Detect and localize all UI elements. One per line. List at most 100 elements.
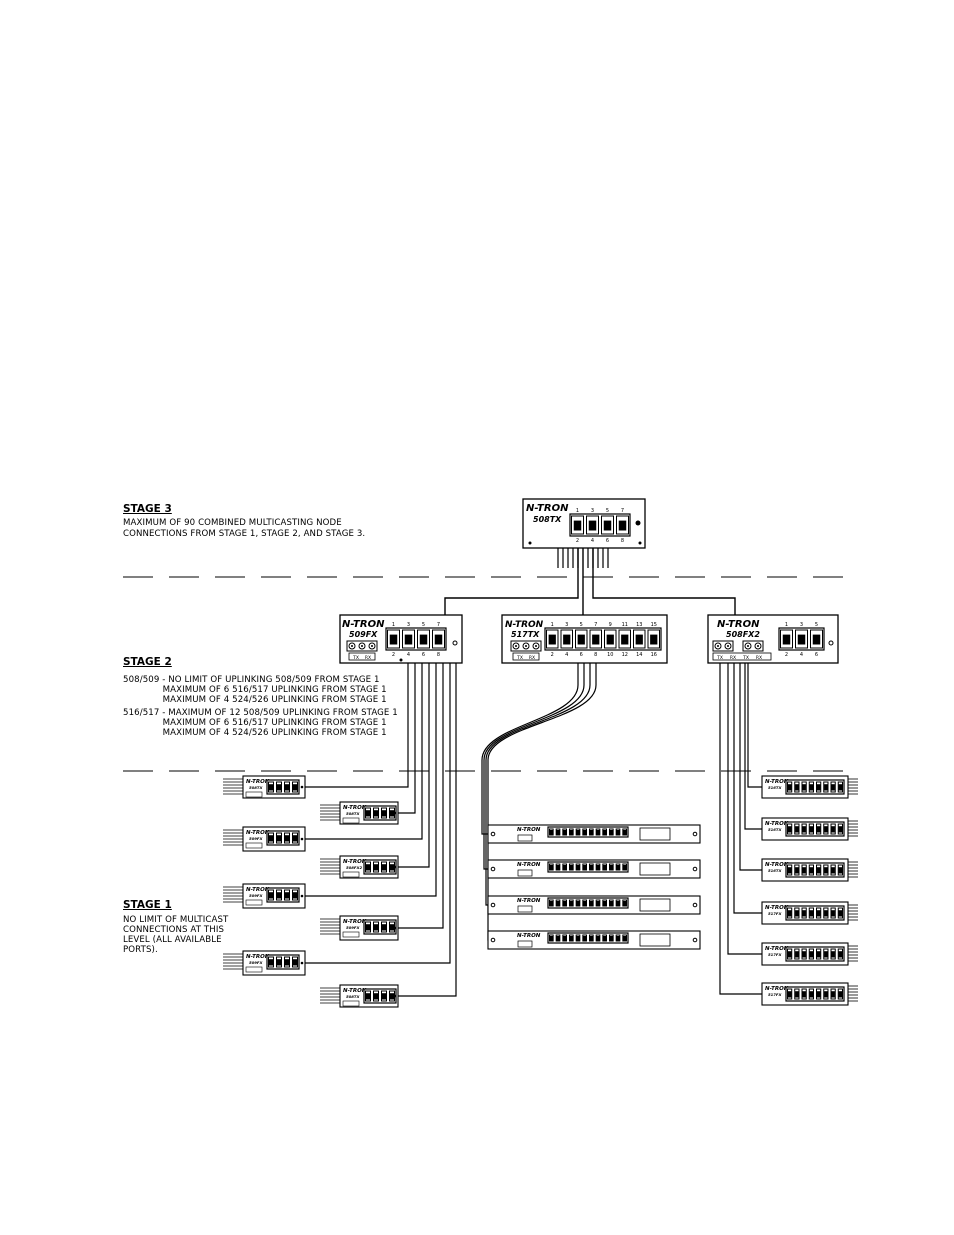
status-led-icon <box>300 785 304 789</box>
switch-508fx2-fiber-label: TX <box>716 655 723 661</box>
uplink-line-rack-4 <box>487 663 597 941</box>
stage1-right-port-jack <box>824 826 828 833</box>
n-tron-logo: N-TRON <box>765 821 789 827</box>
stage1-right-port-jack <box>787 991 792 998</box>
stage1-left-port-jack <box>390 993 394 1000</box>
n-tron-logo: N-TRON <box>517 862 541 868</box>
switch-517tx-port-label-top: 1 <box>551 622 554 628</box>
uplink-line-right-6 <box>719 663 762 995</box>
switch-508tx-port-frame <box>569 513 631 537</box>
rack-ear-hole-icon <box>692 902 698 908</box>
stage1-left-port-jack <box>382 924 386 931</box>
n-tron-logo: N-TRON <box>343 859 367 865</box>
switch-508fx2-port-label-top: 5 <box>815 622 818 628</box>
rack-console-port-icon <box>517 940 533 948</box>
stage1-switch-model: 509FX <box>249 960 264 965</box>
stage1-right-port-jack <box>809 826 814 833</box>
stage1-right-port-jack <box>838 910 843 917</box>
stage1-right-port-jack <box>802 991 806 998</box>
switch-509fx-port-jack <box>404 634 413 645</box>
stage1-right-port-jack <box>831 910 835 917</box>
switch-517tx-port-label-bottom: 6 <box>580 652 583 658</box>
stage1-line-1: NO LIMIT OF MULTICAST <box>123 915 229 925</box>
switch-508tx-port-jack <box>588 520 597 531</box>
stage1-switch-model: 508TX <box>249 785 264 790</box>
switch-508fx2-port-label-bottom: 6 <box>815 652 818 658</box>
n-tron-logo: N-TRON <box>246 887 270 893</box>
rack-fiber-module-icon <box>639 827 671 841</box>
rack-ear-hole-icon <box>490 937 496 943</box>
rack-top-row-port-jack <box>623 936 627 941</box>
trunk-line-to-509fx <box>444 548 579 615</box>
n-tron-logo: N-TRON <box>765 986 789 992</box>
switch-508fx2-fiber-label: TX <box>742 655 749 661</box>
switch-508fx2-model: 508FX2 <box>726 630 760 639</box>
stage1-left-port-jack <box>285 892 289 899</box>
switch-517tx-fiber-label: TX <box>516 655 523 661</box>
stage1-right-port-jack <box>838 826 843 833</box>
mount-hole-icon <box>528 541 532 545</box>
stage1-fiber-icon <box>342 871 360 878</box>
rack-top-row-port-jack <box>563 901 567 906</box>
switch-517tx-port-jack <box>577 634 585 645</box>
stage1-fiber-icon <box>342 931 360 938</box>
stage1-right-port-jack <box>816 826 821 833</box>
stage1-left-port-jack <box>374 993 378 1000</box>
rack-top-row-port-frame <box>547 897 629 909</box>
stage1-fiber-icon <box>245 791 263 798</box>
rack-top-row-port-jack <box>616 901 620 906</box>
n-tron-logo: N-TRON <box>765 946 789 952</box>
uplink-line-left-4 <box>398 663 430 868</box>
rack-top-row-port-jack <box>556 901 560 906</box>
stage1-right-port-jack <box>831 784 835 791</box>
rack-top-row-port-jack <box>576 865 580 870</box>
status-led-icon <box>452 640 458 646</box>
switch-508fx2-fiber-label: RX <box>756 655 762 661</box>
rack-top-row-port-jack <box>609 830 613 835</box>
switch-508fx2-b-fiber-core <box>757 645 759 647</box>
stage1-right-port-jack <box>838 867 843 874</box>
switch-509fx-port-label-bottom: 4 <box>407 652 410 658</box>
stage1-left-port-jack <box>293 892 297 899</box>
stage1-left-port-jack <box>293 784 297 791</box>
stage1-left-port-jack <box>269 835 273 842</box>
stage1-right-port-jack <box>816 867 821 874</box>
stage2-line-2: MAXIMUM OF 6 516/517 UPLINKING FROM STAG… <box>123 685 387 695</box>
switch-517tx-port-label-top: 7 <box>594 622 597 628</box>
stage1-right-port-frame <box>785 986 845 1002</box>
status-led-icon <box>300 837 304 841</box>
stage1-left-port-jack <box>382 864 386 871</box>
rack-top-row-port-jack <box>556 865 560 870</box>
switch-517tx-port-label-bottom: 8 <box>594 652 597 658</box>
stage3-title: STAGE 3 <box>123 503 172 515</box>
status-led-icon <box>635 520 641 526</box>
rack-top-row-port-jack <box>576 830 580 835</box>
switch-508tx-port-label-top: 7 <box>621 508 624 514</box>
uplink-line-rack-2 <box>483 663 585 870</box>
switch-509fx-port-label-top: 1 <box>392 622 395 628</box>
switch-517tx-fiber-label: RX <box>529 655 535 661</box>
switch-517tx-port-frame <box>544 627 662 651</box>
stage2-line-5: MAXIMUM OF 6 516/517 UPLINKING FROM STAG… <box>123 718 387 728</box>
rack-fiber-module-icon <box>639 862 671 876</box>
stage1-right-port-frame <box>785 905 845 921</box>
stage1-left-port-jack <box>390 924 394 931</box>
stage1-left-port-jack <box>382 993 386 1000</box>
stage1-fiber-icon <box>245 842 263 849</box>
stage1-right-port-jack <box>824 951 828 958</box>
switch-508fx2-port-label-top: 1 <box>785 622 788 628</box>
n-tron-logo: N-TRON <box>342 619 385 630</box>
rack-top-row-port-jack <box>616 865 620 870</box>
stage3-line-2: CONNECTIONS FROM STAGE 1, STAGE 2, AND S… <box>123 529 366 539</box>
stage1-switch-model: 517FX <box>768 911 783 916</box>
n-tron-logo: N-TRON <box>765 779 789 785</box>
stage1-left-port-frame <box>363 919 397 935</box>
rack-top-row-port-frame <box>547 861 629 873</box>
switch-517tx-port-label-top: 13 <box>636 622 642 628</box>
stage1-right-port-jack <box>787 867 792 874</box>
